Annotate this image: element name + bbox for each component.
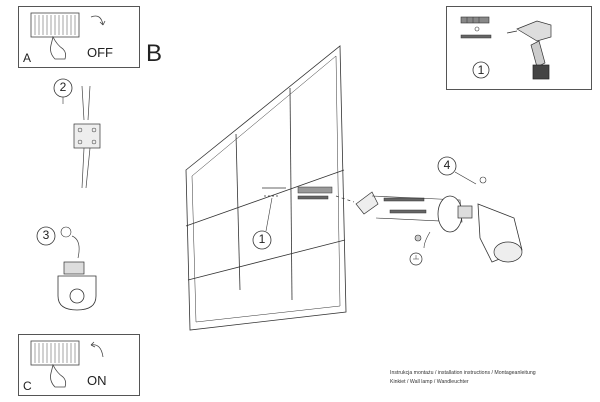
ground-symbol-icon bbox=[60, 226, 72, 238]
fuse-box-off-drawing bbox=[30, 12, 106, 60]
ground-symbol-icon-lamp bbox=[409, 252, 423, 266]
footer-line-2: Kinkiet / Wall lamp / Wandleuchter bbox=[390, 379, 469, 385]
step-two-number: 2 bbox=[59, 80, 67, 94]
drill-icon bbox=[506, 20, 552, 80]
tools-drawing bbox=[460, 16, 552, 80]
tools-panel: 1 bbox=[446, 6, 592, 90]
panel-c-switch-on: C ON bbox=[18, 334, 140, 396]
step-three-number: 3 bbox=[42, 228, 50, 242]
step-three-circle bbox=[36, 226, 56, 246]
off-label: OFF bbox=[87, 45, 113, 60]
footer-line-1: Instrukcja montażu / installation instru… bbox=[390, 370, 536, 376]
fuse-box-on-drawing bbox=[30, 340, 104, 388]
panel-a-letter: A bbox=[23, 51, 32, 65]
wall-plug-icon bbox=[460, 16, 490, 24]
step-four-number: 4 bbox=[443, 158, 451, 172]
tools-step-number: 1 bbox=[477, 63, 485, 77]
wall-lamp-drawing bbox=[355, 176, 523, 266]
step-four-circle bbox=[437, 156, 457, 176]
mounting-plate-drawing bbox=[57, 261, 97, 311]
panel-c-letter: C bbox=[23, 379, 32, 393]
main-step-one-circle bbox=[252, 230, 272, 250]
terminal-block-drawing bbox=[73, 85, 101, 189]
on-label: ON bbox=[87, 373, 107, 388]
main-step-one-number: 1 bbox=[258, 232, 266, 246]
panel-a-switch-off: A OFF bbox=[18, 6, 140, 68]
dowel-and-screw-drawing bbox=[262, 186, 355, 203]
panel-b-letter: B bbox=[146, 40, 163, 67]
screw-icon bbox=[460, 34, 492, 39]
